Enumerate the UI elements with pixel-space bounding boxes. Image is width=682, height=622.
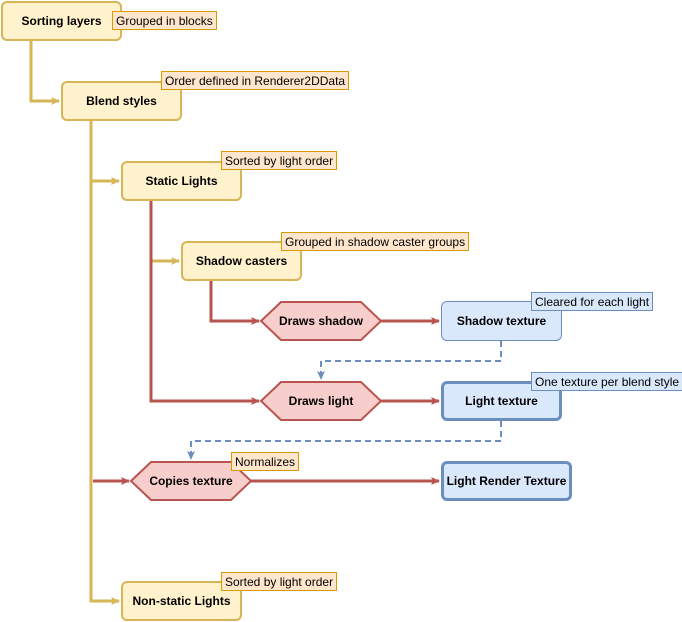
edge-blend-to-static [89, 121, 120, 185]
note-normalizes: Normalizes [231, 452, 300, 471]
note-grouped-shadow: Grouped in shadow caster groups [281, 232, 470, 251]
note-grouped-in-blocks-text: Grouped in blocks [116, 13, 213, 28]
note-grouped-shadow-text: Grouped in shadow caster groups [285, 234, 466, 249]
sorting-layers-node: Sorting layers [1, 1, 122, 41]
note-sorted-nonstatic: Sorted by light order [221, 572, 338, 591]
edge-static-to-drawslight [149, 201, 260, 405]
edge-shadowtexture-to-drawslight [317, 341, 502, 380]
light-render-texture-node: Light Render Texture [441, 461, 572, 501]
note-sorted-static: Sorted by light order [221, 151, 338, 170]
note-grouped-in-blocks: Grouped in blocks [112, 11, 217, 30]
draws-light-label: Draws light [289, 394, 354, 408]
edge-lighttexture-to-copies [187, 421, 502, 460]
draws-shadow-node: Draws shadow [259, 301, 383, 341]
shadow-casters-label: Shadow casters [195, 254, 288, 268]
light-render-texture-label: Light Render Texture [446, 474, 567, 488]
note-one-texture-text: One texture per blend style [535, 374, 680, 389]
note-one-texture: One texture per blend style [531, 372, 682, 391]
edge-shadowcasters-to-drawsshadow [209, 281, 260, 325]
copies-texture-label: Copies texture [149, 474, 233, 488]
note-cleared-text: Cleared for each light [535, 294, 650, 309]
note-sorted-static-text: Sorted by light order [225, 153, 334, 168]
light-texture-label: Light texture [465, 394, 538, 408]
note-normalizes-text: Normalizes [235, 454, 296, 469]
note-cleared: Cleared for each light [531, 292, 654, 311]
copies-texture-node: Copies texture [129, 461, 253, 501]
draws-shadow-label: Draws shadow [279, 314, 364, 328]
shadow-casters-node: Shadow casters [181, 241, 302, 281]
draws-light-node: Draws light [259, 381, 383, 421]
note-order-defined: Order defined in Renderer2DData [161, 71, 350, 90]
blend-styles-label: Blend styles [86, 94, 157, 108]
note-sorted-nonstatic-text: Sorted by light order [225, 574, 334, 589]
sorting-layers-label: Sorting layers [21, 14, 102, 28]
edge-blend-to-nonstatic [89, 181, 120, 605]
non-static-lights-label: Non-static Lights [132, 594, 231, 608]
shadow-texture-label: Shadow texture [456, 314, 547, 328]
edge-sorting-to-blend [29, 41, 60, 105]
static-lights-label: Static Lights [145, 174, 218, 188]
note-order-defined-text: Order defined in Renderer2DData [165, 73, 346, 88]
